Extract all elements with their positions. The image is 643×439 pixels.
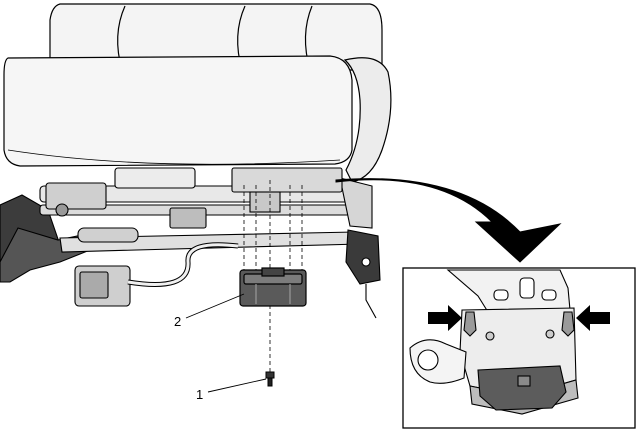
seat-frame [0, 167, 381, 319]
module [239, 267, 307, 307]
detail-view [402, 267, 636, 429]
right-arrow [576, 305, 610, 331]
seat-cushion [3, 55, 392, 183]
bolt [265, 371, 275, 387]
left-arrow [428, 305, 462, 331]
view-arrow [335, 178, 562, 263]
explosion-lines [243, 180, 303, 372]
callout-1-label: 1 [196, 387, 203, 402]
callout-2-label: 2 [174, 314, 181, 329]
callout-2: 2 [174, 293, 245, 329]
callout-1: 1 [196, 378, 267, 402]
